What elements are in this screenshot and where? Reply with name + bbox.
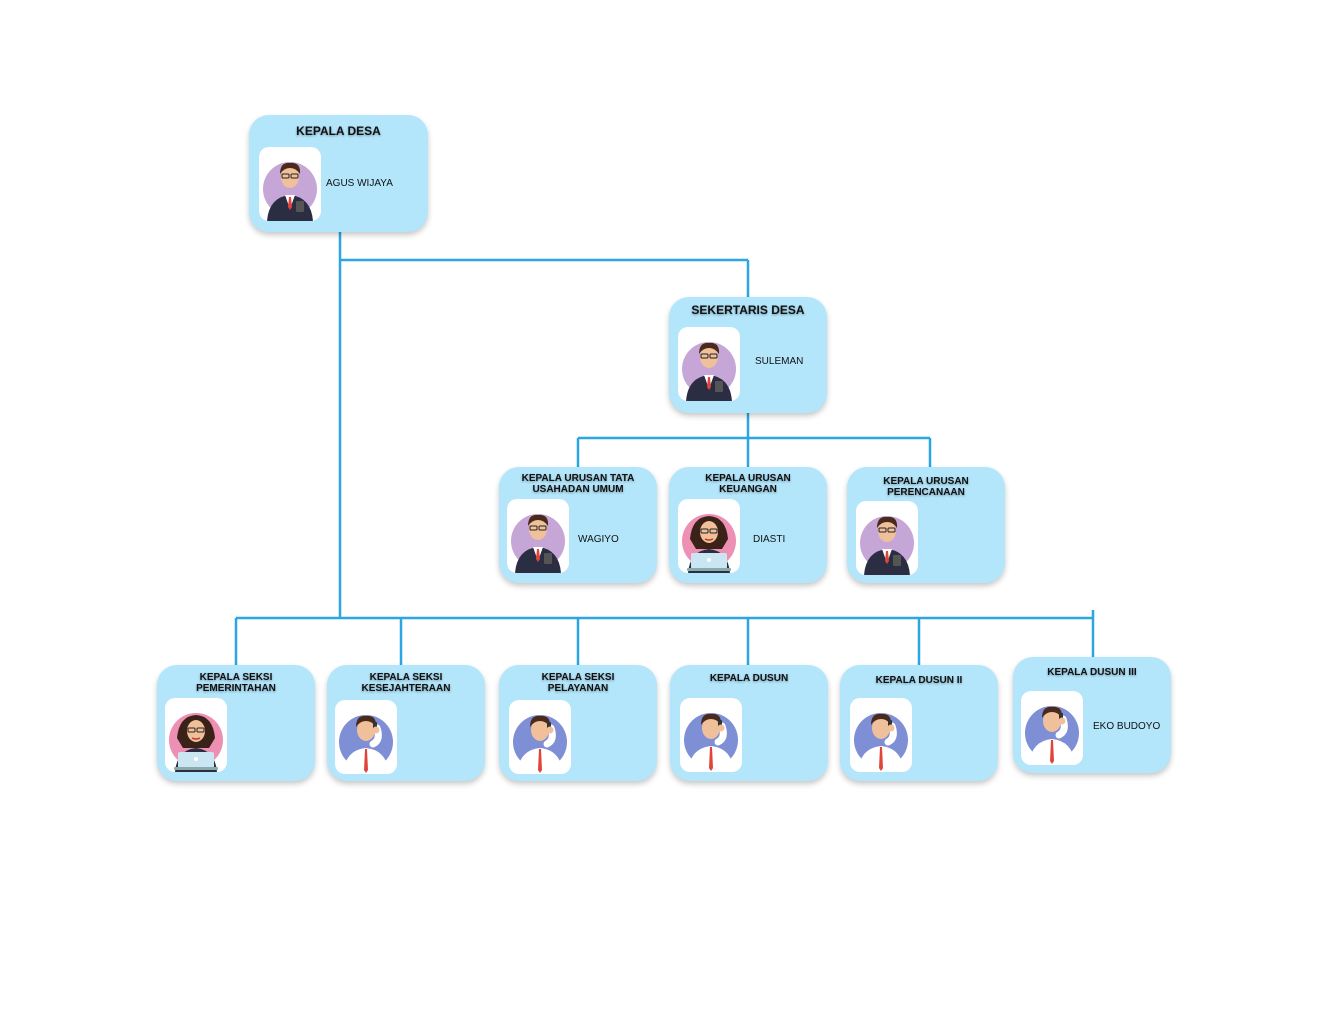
node-kepala-desa[interactable]: KEPALA DESA AGUS WIJAYA (249, 115, 428, 232)
man-phone-icon (680, 698, 742, 772)
node-title: KEPALA SEKSI PELAYANAN (541, 672, 615, 694)
node-name: SULEMAN (755, 356, 804, 367)
node-name: WAGIYO (578, 534, 619, 545)
node-title: KEPALA URUSAN TATA USAHADAN UMUM (521, 473, 635, 495)
man-phone-icon (335, 700, 397, 774)
node-kepala-dusun[interactable]: KEPALA DUSUN (670, 665, 828, 781)
node-sekertaris-desa[interactable]: SEKERTARIS DESA SULEMAN (669, 297, 827, 413)
woman-laptop-icon (165, 698, 227, 772)
node-title: KEPALA URUSAN PERENCANAAN (883, 476, 969, 498)
node-kaur-keuangan[interactable]: KEPALA URUSAN KEUANGAN DIASTI (669, 467, 827, 583)
man-suit-glasses-icon (678, 327, 740, 401)
node-title: SEKERTARIS DESA (691, 303, 805, 317)
node-kaur-perencanaan[interactable]: KEPALA URUSAN PERENCANAAN (847, 467, 1005, 583)
node-name: EKO BUDOYO (1093, 721, 1161, 732)
man-phone-icon (850, 698, 912, 772)
node-title: KEPALA SEKSI KESEJAHTERAAN (361, 672, 451, 694)
node-title: KEPALA SEKSI PEMERINTAHAN (196, 672, 276, 694)
node-kepala-dusun-3[interactable]: KEPALA DUSUN III EKO BUDOYO (1013, 657, 1171, 773)
man-suit-glasses-icon (259, 147, 321, 221)
node-name: AGUS WIJAYA (326, 178, 393, 189)
node-name: DIASTI (753, 534, 786, 545)
node-title: KEPALA DUSUN (709, 673, 789, 684)
node-kepala-dusun-2[interactable]: KEPALA DUSUN II (840, 665, 998, 781)
node-title: KEPALA DESA (296, 124, 381, 138)
node-kasi-pemerintahan[interactable]: KEPALA SEKSI PEMERINTAHAN (157, 665, 315, 781)
node-kaur-tata-usaha[interactable]: KEPALA URUSAN TATA USAHADAN UMUM WAGIYO (499, 467, 657, 583)
node-title: KEPALA URUSAN KEUANGAN (705, 473, 791, 495)
man-phone-icon (509, 700, 571, 774)
node-kasi-pelayanan[interactable]: KEPALA SEKSI PELAYANAN (499, 665, 657, 781)
node-kasi-kesejahteraan[interactable]: KEPALA SEKSI KESEJAHTERAAN (327, 665, 485, 781)
node-title: KEPALA DUSUN III (1047, 667, 1137, 678)
man-suit-glasses-icon (856, 501, 918, 575)
man-phone-icon (1021, 691, 1083, 765)
node-title: KEPALA DUSUN II (875, 675, 963, 686)
woman-laptop-icon (678, 499, 740, 573)
man-suit-glasses-icon (507, 499, 569, 573)
